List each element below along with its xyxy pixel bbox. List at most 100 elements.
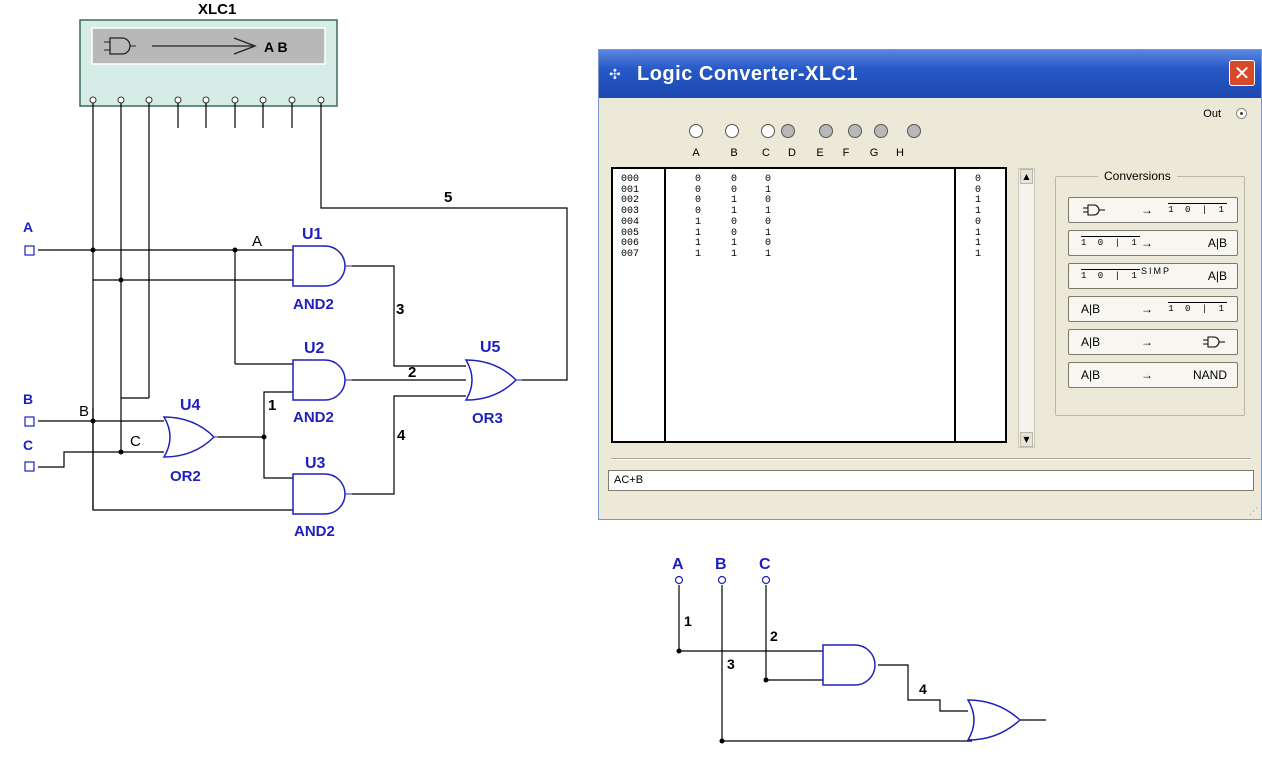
gate-u1-type: AND2 [293, 296, 334, 313]
bottom-net-4: 4 [919, 681, 927, 697]
cell-a: 0 [695, 184, 702, 196]
gate-u4-ref: U4 [180, 397, 201, 414]
cell-b: 1 [731, 238, 738, 250]
row-index: 003 [621, 206, 640, 218]
terminal-label-d: D [788, 147, 796, 159]
terminal-label-a: A [692, 147, 700, 159]
bottom-input-a: A [672, 556, 684, 573]
conversion-button-5[interactable]: A|B→ [1068, 329, 1238, 355]
conversion-button-6[interactable]: A|B→NAND [1068, 362, 1238, 388]
cell-out[interactable]: 1 [975, 238, 982, 250]
cell-b: 1 [731, 206, 738, 218]
gate-icon [1203, 336, 1225, 348]
out-terminal[interactable] [1236, 108, 1247, 119]
xlc-instrument[interactable]: A B [79, 19, 338, 107]
conversion-button-4-mid: → [1141, 302, 1153, 316]
conversion-button-1-right: 1 0 | 1 [1168, 203, 1227, 215]
cell-a: 0 [695, 174, 702, 185]
gate-u2-ref: U2 [304, 340, 325, 357]
conversion-button-5-mid: → [1141, 335, 1153, 349]
conversion-button-3-left: 1 0 | 1 [1081, 269, 1140, 281]
terminal-f[interactable] [848, 124, 862, 138]
cell-b: 0 [731, 184, 738, 196]
scroll-up-button[interactable]: ▲ [1020, 169, 1033, 184]
gate-u1[interactable]: U1 AND2 [292, 226, 352, 313]
truth-table-scrollbar[interactable]: ▲ ▼ [1018, 168, 1035, 448]
cell-out[interactable]: 1 [975, 227, 982, 239]
input-terminal-c[interactable]: C [23, 437, 35, 472]
terminal-label-h: H [896, 147, 904, 159]
cell-out[interactable]: 1 [975, 206, 982, 218]
row-index: 002 [621, 195, 640, 207]
cell-out[interactable]: 0 [975, 184, 982, 196]
bottom-input-c: C [759, 556, 771, 573]
window-title: Logic Converter-XLC1 [637, 63, 859, 85]
terminal-d[interactable] [781, 124, 795, 138]
gate-u5[interactable]: U5 OR3 [465, 339, 522, 427]
cell-c: 1 [765, 227, 772, 239]
row-index: 007 [621, 248, 640, 260]
terminal-b[interactable] [725, 124, 739, 138]
xlc-name: XLC1 [198, 1, 236, 18]
conversion-button-2-left: 1 0 | 1 [1081, 236, 1140, 248]
scroll-down-button[interactable]: ▼ [1020, 432, 1033, 447]
cell-a: 1 [695, 238, 702, 250]
resize-grip-icon[interactable]: ⋰ [1249, 507, 1258, 517]
close-button[interactable]: ✕ [1229, 60, 1255, 86]
terminal-label-f: F [842, 147, 850, 159]
simplified-circuit: A B C 1 2 3 4 [672, 556, 1046, 744]
conversion-button-2-right: A|B [1207, 236, 1227, 250]
gate-glyph-icon [104, 37, 136, 55]
wire-label-b: B [79, 403, 89, 420]
input-c-label: C [23, 437, 33, 453]
cell-out[interactable]: 1 [975, 248, 982, 260]
input-terminal-a[interactable]: A [23, 219, 35, 256]
net-label-1: 1 [268, 397, 276, 414]
bottom-or-gate [966, 699, 1022, 741]
gate-u3-type: AND2 [294, 523, 335, 540]
bottom-net-2: 2 [770, 628, 778, 644]
cell-out[interactable]: 1 [975, 195, 982, 207]
arrow-icon [152, 37, 257, 55]
terminal-a[interactable] [689, 124, 703, 138]
cell-b: 1 [731, 195, 738, 207]
row-index: 004 [621, 216, 640, 228]
gate-u3[interactable]: U3 AND2 [292, 455, 352, 540]
gate-u4[interactable]: U4 OR2 [163, 397, 218, 485]
conversion-button-4[interactable]: A|B→1 0 | 1 [1068, 296, 1238, 322]
row-index: 005 [621, 227, 640, 239]
wires [38, 103, 568, 511]
conversion-button-3-right: A|B [1207, 269, 1227, 283]
cell-out[interactable]: 0 [975, 216, 982, 228]
terminal-label-g: G [869, 147, 879, 159]
title-bar[interactable]: ✣ Logic Converter-XLC1 ✕ [599, 50, 1261, 98]
conversion-button-1[interactable]: → 1 0 | 1 [1068, 197, 1238, 223]
terminal-e[interactable] [819, 124, 833, 138]
logic-converter-window: ✣ Logic Converter-XLC1 ✕ Out A B C D E F… [598, 49, 1262, 520]
row-index: 001 [621, 184, 640, 196]
conversion-button-6-mid: → [1141, 368, 1153, 382]
cell-out[interactable]: 0 [975, 174, 982, 185]
cell-b: 0 [731, 174, 738, 185]
terminal-h[interactable] [907, 124, 921, 138]
terminal-g[interactable] [874, 124, 888, 138]
expression-field[interactable]: AC+B [608, 470, 1254, 491]
junction-dots [90, 247, 267, 455]
gate-icon [1083, 204, 1105, 216]
row-index: 006 [621, 238, 640, 250]
conversion-button-2[interactable]: 1 0 | 1→A|B [1068, 230, 1238, 256]
cell-a: 0 [695, 195, 702, 207]
terminal-c[interactable] [761, 124, 775, 138]
conversion-button-1-mid: → [1141, 203, 1153, 217]
input-terminal-b[interactable]: B [23, 391, 35, 427]
cell-c: 0 [765, 195, 772, 207]
bottom-and-gate [822, 644, 876, 686]
gate-u2[interactable]: U2 AND2 [292, 340, 352, 426]
cell-c: 1 [765, 184, 772, 196]
